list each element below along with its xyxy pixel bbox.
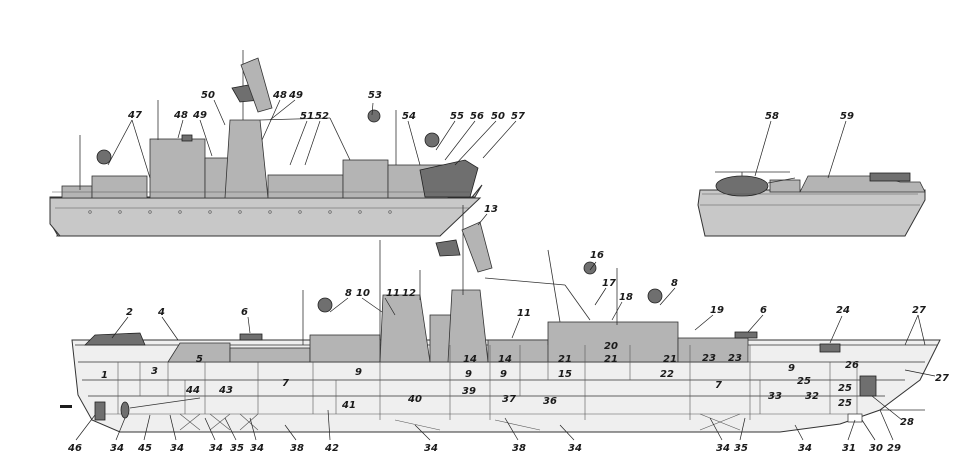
callout-53: 53 [368,90,382,101]
callout-6: 6 [241,307,248,318]
compartment-9d: 9 [788,363,795,374]
compartment-37: 37 [502,394,516,405]
callout-34g: 34 [716,443,730,453]
compartment-20: 20 [604,341,618,352]
callout-54: 54 [402,111,416,122]
compartment-7b: 7 [715,380,722,391]
callout-30: 30 [869,443,883,453]
callout-34d: 34 [250,443,264,453]
callout-12: 12 [402,288,416,299]
callout-16: 16 [590,250,604,261]
upper-ship-view: 47 48 49 50 48 49 51 52 53 54 55 56 50 5… [49,50,525,237]
compartment-32: 32 [805,391,819,402]
callout-27b: 27 [935,373,949,384]
compartment-44: 44 [185,385,200,396]
callout-10: 10 [356,288,370,299]
compartment-33: 33 [768,391,782,402]
callout-29: 29 [887,443,901,453]
callout-47: 47 [127,110,142,121]
callout-38: 38 [290,443,304,453]
callout-31: 31 [842,443,856,453]
callout-24: 24 [836,305,850,316]
compartment-36: 36 [543,396,557,407]
callout-34: 34 [110,443,124,453]
callout-11b: 11 [517,308,531,319]
compartment-14b: 14 [498,354,512,365]
callout-4: 4 [157,307,165,318]
compartment-21: 21 [558,354,572,365]
compartment-21c: 21 [663,354,677,365]
compartment-9b: 9 [465,369,472,380]
compartment-25: 25 [797,376,811,387]
compartment-1: 1 [101,370,108,381]
compartment-25c: 25 [838,398,852,409]
callout-6b: 6 [760,305,767,316]
callout-8b: 8 [671,278,678,289]
callout-50: 50 [201,90,215,101]
compartment-43: 43 [218,385,233,396]
callout-8: 8 [345,288,352,299]
compartment-40: 40 [407,394,422,405]
compartment-21b: 21 [604,354,618,365]
callout-2: 2 [126,307,133,318]
compartment-25b: 25 [838,383,852,394]
callout-48: 48 [173,110,188,121]
callout-28: 28 [900,417,914,428]
callout-17: 17 [602,278,616,289]
compartment-9: 9 [355,367,362,378]
callout-34h: 34 [798,443,812,453]
callout-34e: 34 [424,443,438,453]
callout-57: 57 [511,111,525,122]
cutaway-profile: 1 3 5 7 9 14 14 9 9 21 21 21 20 23 23 26… [60,204,949,454]
compartment-3: 3 [151,366,158,377]
callout-19: 19 [710,305,724,316]
helicopter-stern-view: 58 59 [697,111,926,237]
compartment-23: 23 [702,353,716,364]
compartment-39: 39 [462,386,476,397]
callout-58: 58 [765,111,779,122]
callout-59: 59 [840,111,854,122]
compartment-41: 41 [341,400,356,411]
callout-11: 11 [386,288,400,299]
callout-35b: 35 [734,443,748,453]
callout-13: 13 [484,204,498,215]
callout-49: 49 [192,110,207,121]
compartment-15: 15 [558,369,572,380]
compartment-26: 26 [845,360,859,371]
callout-27: 27 [912,305,926,316]
callout-34c: 34 [209,443,223,453]
callout-46: 46 [67,443,82,453]
callout-35: 35 [230,443,244,453]
callout-38b: 38 [512,443,526,453]
callout-45: 45 [137,443,152,453]
callout-48b: 48 [272,90,287,101]
callout-52: 52 [315,111,329,122]
callout-18: 18 [619,292,633,303]
compartment-7: 7 [282,378,289,389]
compartment-9c: 9 [500,369,507,380]
compartment-23b: 23 [728,353,742,364]
callout-34f: 34 [568,443,582,453]
callout-50b: 50 [491,111,505,122]
callout-56: 56 [470,111,484,122]
callout-42: 42 [324,443,339,453]
callout-51: 51 [300,111,314,122]
callout-34b: 34 [170,443,184,453]
compartment-22: 22 [660,369,674,380]
callout-49b: 49 [288,90,303,101]
compartment-14: 14 [463,354,477,365]
compartment-5: 5 [196,354,203,365]
callout-55: 55 [450,111,464,122]
